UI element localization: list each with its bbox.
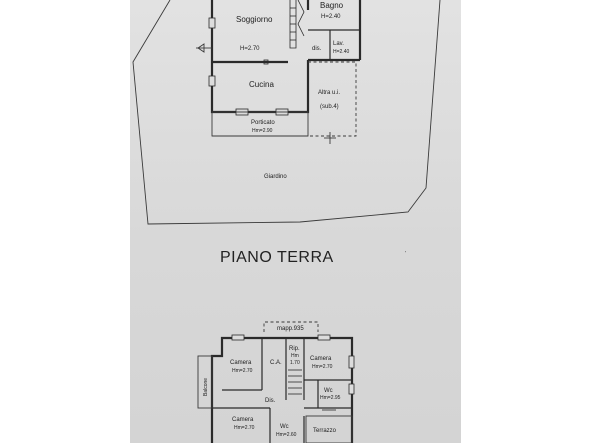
room-height-porticato: Hm=2.90 bbox=[252, 128, 273, 134]
room-label-wc-e: Wc bbox=[324, 388, 333, 394]
right-margin bbox=[461, 0, 591, 443]
room-label-dis-upper: Dis. bbox=[265, 398, 276, 404]
room-label-soggiorno: Soggiorno bbox=[236, 15, 273, 24]
room-label-bagno: Bagno bbox=[320, 1, 344, 10]
room-label-balcone: Balcone bbox=[203, 378, 209, 396]
altra-ui-area bbox=[308, 61, 357, 144]
room-height-lav: H=2.40 bbox=[333, 49, 349, 55]
room-label-giardino: Giardino bbox=[264, 174, 287, 180]
ground-floor-plan bbox=[196, 0, 362, 144]
room-label-altra-sub: (sub.4) bbox=[320, 104, 339, 110]
room-label-rip: Rip. bbox=[289, 346, 300, 352]
room-height-rip-a: Hm bbox=[291, 353, 299, 359]
left-margin bbox=[0, 0, 130, 443]
parcel-label: mapp.935 bbox=[277, 326, 304, 332]
garden-boundary bbox=[132, 0, 441, 225]
room-label-camera-ne: Camera bbox=[310, 356, 332, 362]
room-height-camera-ne: Hm=2.70 bbox=[312, 364, 333, 370]
stray-mark: ' bbox=[405, 251, 406, 257]
plan-title: PIANO TERRA bbox=[220, 249, 334, 266]
room-label-lav: Lav. bbox=[333, 41, 344, 47]
room-height-rip-b: 1.70 bbox=[290, 360, 300, 366]
room-label-cucina: Cucina bbox=[249, 80, 274, 89]
upper-floor-plan bbox=[197, 321, 355, 443]
room-label-camera-nw: Camera bbox=[230, 360, 252, 366]
room-height-wc-e: Hm=2.95 bbox=[320, 395, 341, 401]
room-label-dis: dis. bbox=[312, 46, 322, 52]
floor-plan-sheet bbox=[130, 0, 461, 443]
room-height-camera-sw: Hm=2.70 bbox=[234, 425, 255, 431]
room-label-porticato: Porticato bbox=[251, 120, 275, 126]
room-label-terrazzo: Terrazzo bbox=[313, 428, 337, 434]
staircase bbox=[289, 0, 305, 49]
room-height-wc-s: Hm=2.60 bbox=[276, 432, 297, 438]
room-label-ca: C.A. bbox=[270, 360, 282, 366]
room-label-altra: Altra u.i. bbox=[318, 90, 340, 96]
room-height-bagno: H=2.40 bbox=[321, 14, 341, 20]
room-height-soggiorno: H=2.70 bbox=[240, 46, 260, 52]
room-height-camera-nw: Hm=2.70 bbox=[232, 368, 253, 374]
upper-staircase bbox=[288, 369, 302, 395]
room-label-camera-sw: Camera bbox=[232, 417, 254, 423]
room-label-wc-s: Wc bbox=[280, 424, 289, 430]
